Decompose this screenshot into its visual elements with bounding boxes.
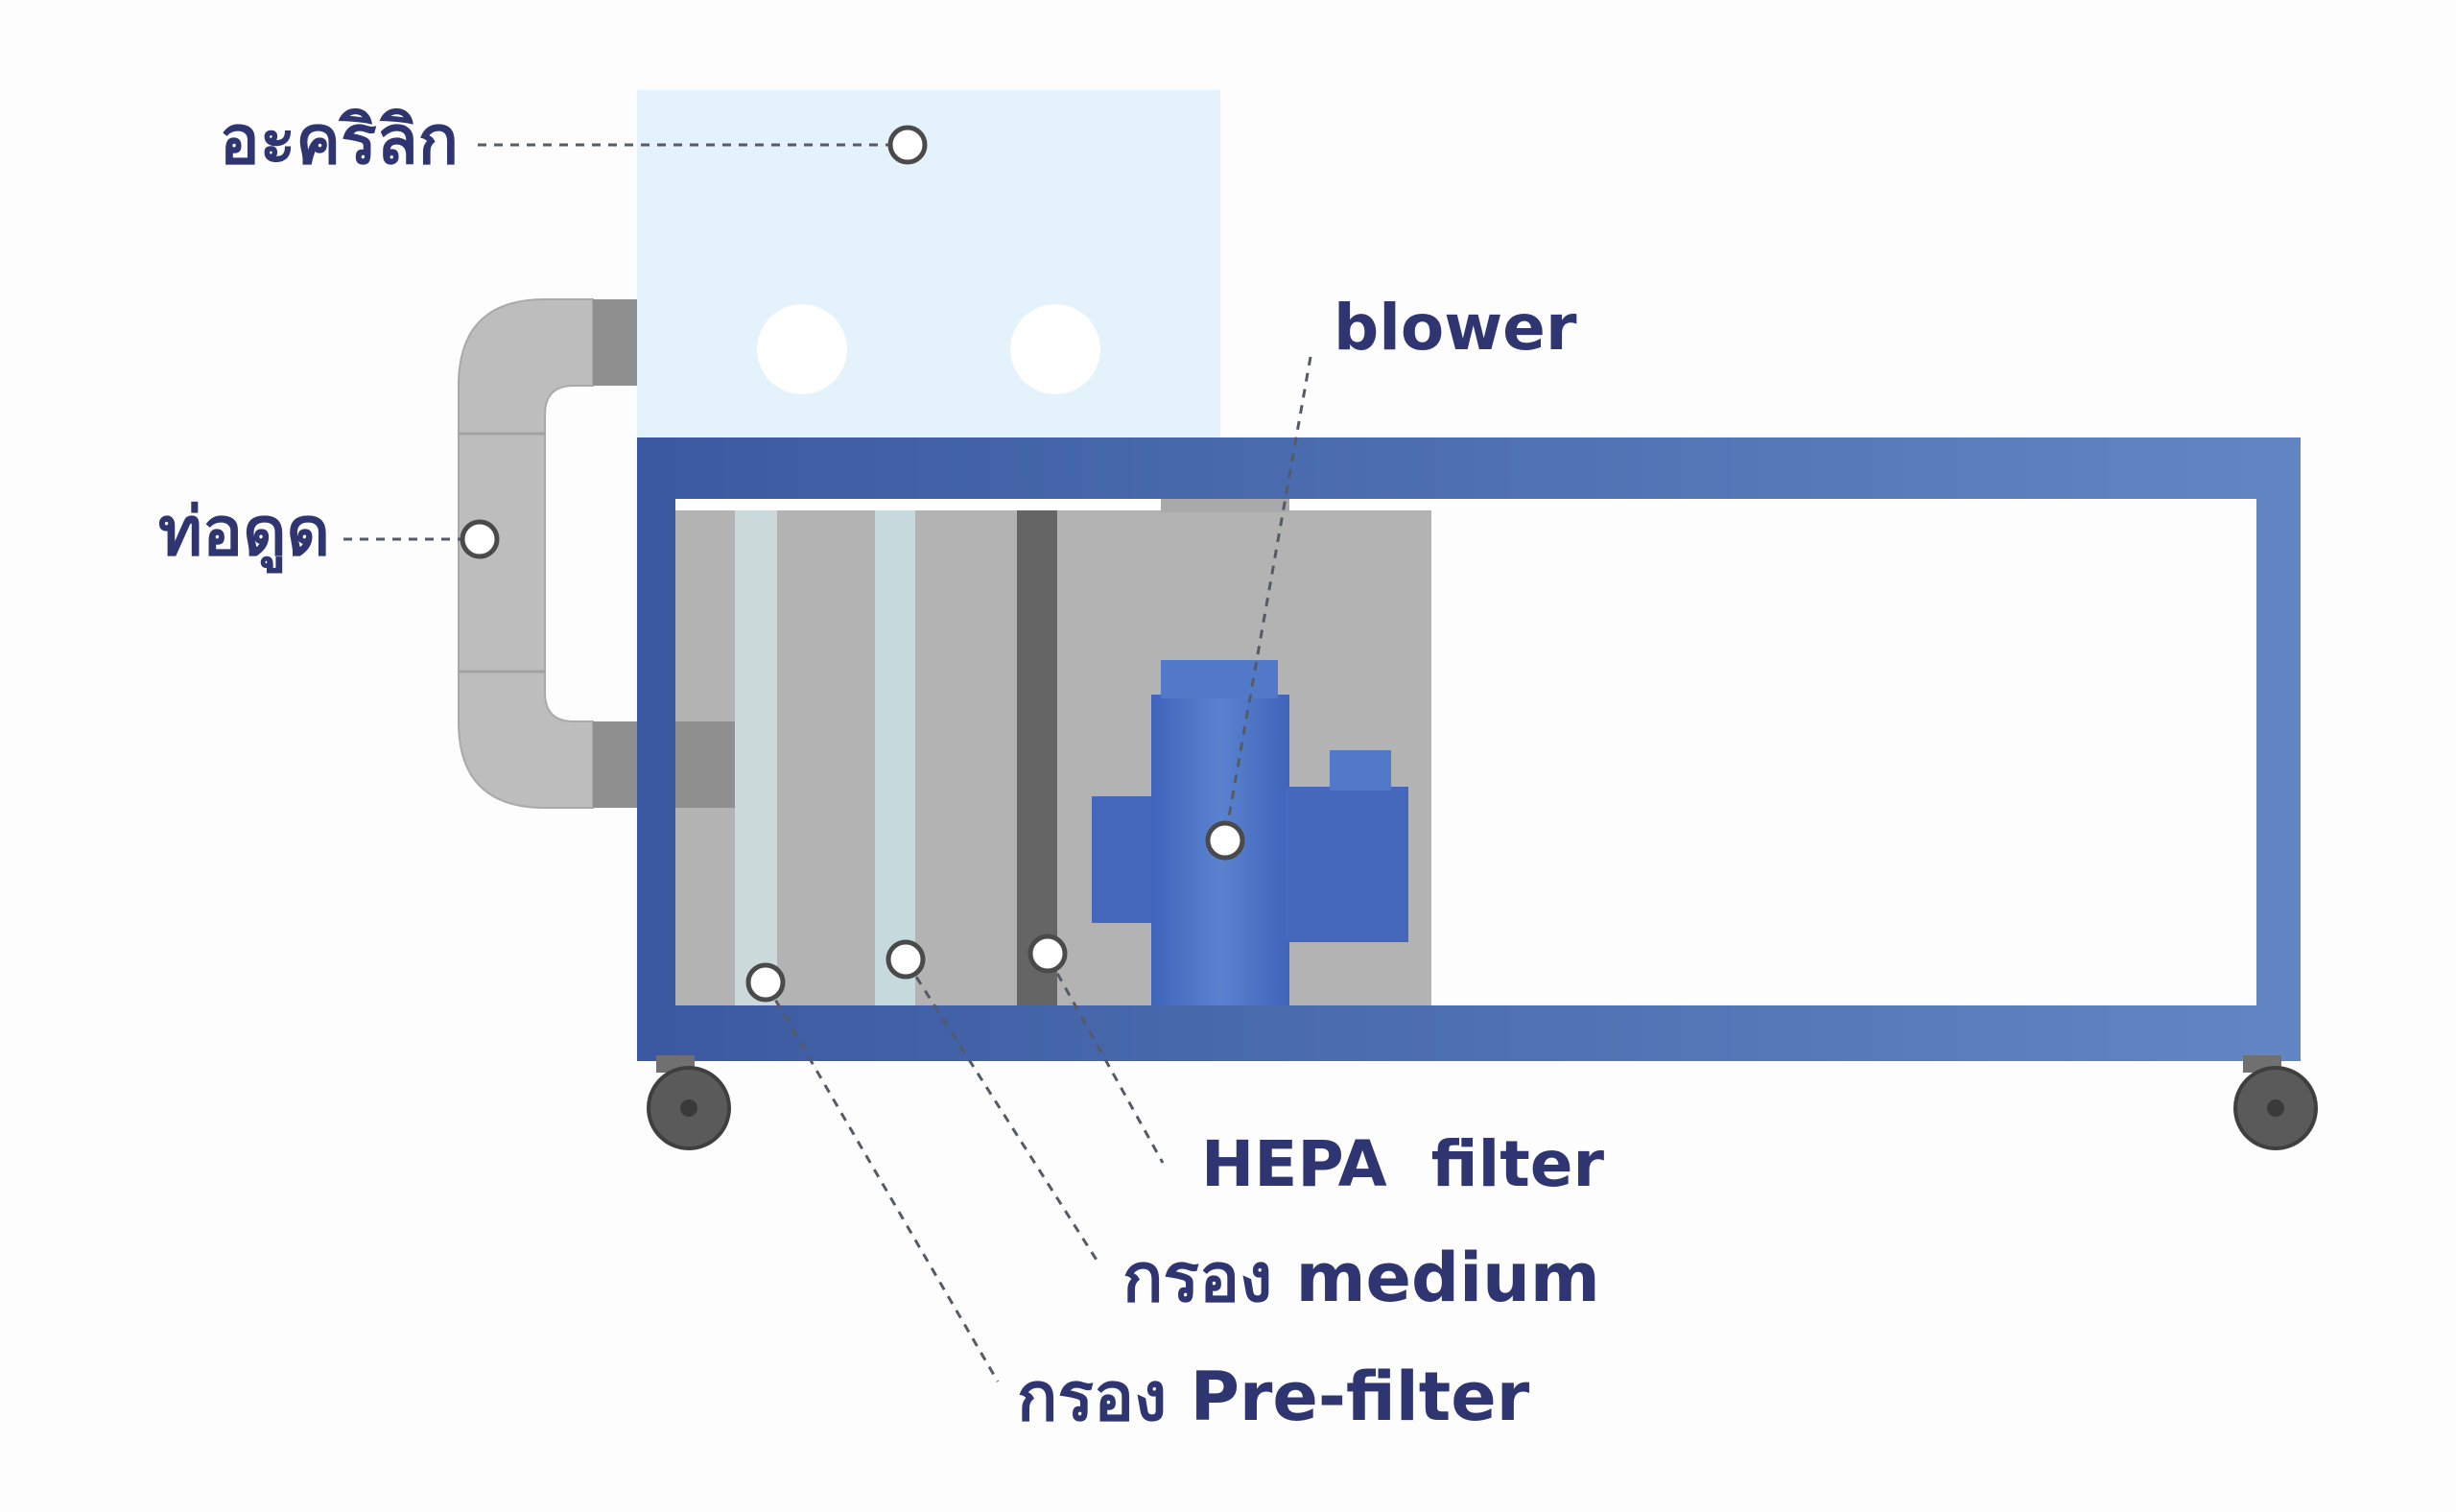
label-acrylic: อะคริลิก bbox=[220, 101, 459, 179]
label-suction-pipe: ท่อดูด bbox=[158, 492, 330, 574]
hepa-filter bbox=[1017, 510, 1057, 1005]
suction-pipe bbox=[458, 298, 637, 809]
marker-medium bbox=[886, 939, 926, 980]
leader-hepa bbox=[1048, 958, 1165, 1164]
marker-blower bbox=[1205, 820, 1245, 861]
marker-hepa bbox=[1027, 933, 1068, 974]
wheel-right bbox=[2233, 1055, 2318, 1150]
acrylic-hole-right bbox=[1010, 304, 1100, 394]
label-hepa: HEPA filter bbox=[1201, 1127, 1605, 1201]
label-blower: blower bbox=[1334, 291, 1577, 365]
label-prefilter: กรอง Pre-filter bbox=[1017, 1358, 1530, 1436]
acrylic-hole-left bbox=[757, 304, 847, 394]
marker-suction-pipe bbox=[460, 519, 500, 559]
marker-prefilter bbox=[745, 962, 786, 1003]
leader-prefilter bbox=[766, 985, 1000, 1382]
marker-acrylic bbox=[887, 125, 928, 165]
leader-medium bbox=[906, 962, 1101, 1265]
pre-filter bbox=[735, 510, 777, 1005]
wheel-left bbox=[647, 1055, 731, 1150]
label-medium: กรอง medium bbox=[1122, 1239, 1600, 1317]
medium-filter bbox=[875, 510, 915, 1005]
blower-unit bbox=[1092, 660, 1408, 1005]
acrylic-box bbox=[637, 90, 1220, 437]
main-frame bbox=[637, 437, 2301, 1061]
